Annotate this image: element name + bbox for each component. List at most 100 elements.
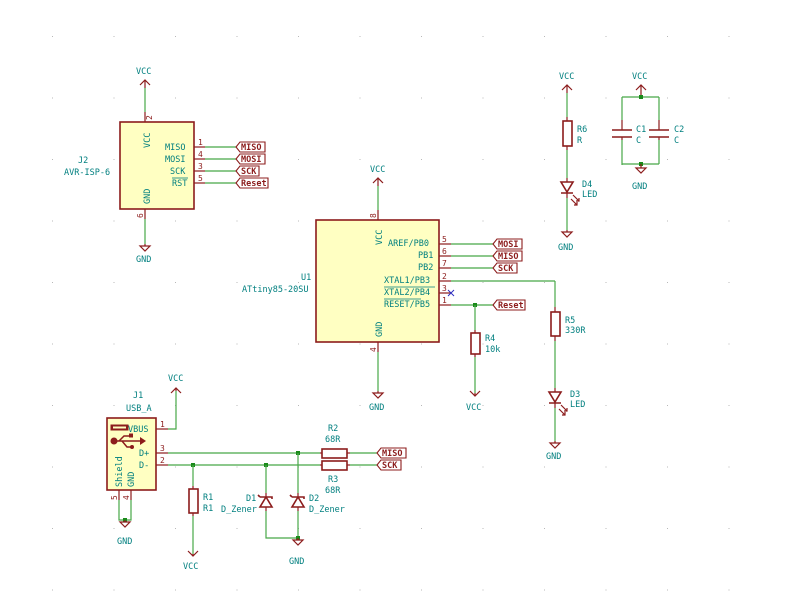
grid-dot	[544, 466, 545, 468]
pin-name: Shield	[115, 456, 125, 487]
grid-dot	[113, 528, 115, 529]
svg-text:MOSI: MOSI	[498, 240, 518, 250]
component-r2[interactable]: R2 68R MISO	[320, 424, 407, 459]
net-label-mosi[interactable]: MOSI	[235, 153, 266, 165]
component-c1[interactable]: C1 C	[612, 120, 646, 146]
grid-dot	[728, 97, 730, 99]
net-label-miso[interactable]: MISO	[376, 447, 407, 459]
net-label-sck[interactable]: SCK	[492, 262, 518, 274]
pin-number: 8	[369, 213, 378, 218]
power-vcc-caps: VCC	[632, 72, 647, 97]
power-vcc-j1: VCC	[168, 374, 183, 394]
net-label-miso[interactable]: MISO	[492, 250, 523, 262]
ref-designator: J2	[78, 156, 88, 166]
grid-dot	[482, 405, 484, 406]
vcc-arrow-icon	[561, 84, 573, 93]
power-vcc-j2: VCC	[136, 67, 151, 88]
grid-dot	[728, 589, 730, 591]
led-icon	[559, 181, 575, 194]
j2-body[interactable]	[119, 121, 195, 210]
component-value: D_Zener	[221, 505, 257, 515]
led-icon	[547, 391, 563, 404]
net-label-sck[interactable]: SCK	[235, 165, 260, 177]
grid-dot	[359, 97, 361, 99]
component-r6[interactable]: R6 R	[562, 117, 587, 150]
grid-dot	[236, 343, 238, 345]
svg-text:MOSI: MOSI	[241, 155, 261, 165]
power-label: VCC	[370, 165, 385, 175]
component-d1[interactable]: D1 D_Zener	[221, 465, 298, 539]
component-u1[interactable]: VCC 8 VCC GND U1 ATtiny85-20SU AREF/PB0 …	[242, 165, 555, 413]
pin-number: 3	[198, 162, 203, 171]
capacitor-icon	[649, 129, 669, 138]
component-value: USB_A	[126, 404, 152, 414]
component-d2[interactable]: D2 D_Zener	[289, 453, 345, 538]
pin-number: 3	[160, 444, 165, 453]
component-j2[interactable]: VCC 2 VCC GND J2 AVR-ISP-6 MISO 1 MOSI 4…	[64, 67, 269, 265]
pin-name: D+	[139, 449, 149, 459]
pin-number: 1	[160, 420, 165, 429]
u1-pin-7: PB2 7	[418, 259, 493, 273]
net-label-sck[interactable]: SCK	[376, 459, 402, 471]
component-value: AVR-ISP-6	[64, 168, 110, 178]
component-j1[interactable]: J1 USB_A VBUS D+ D- Shield GND 1 VCC 3	[106, 374, 183, 547]
ref-designator: R6	[577, 125, 587, 135]
gnd-icon	[371, 391, 385, 399]
grid-dot	[52, 159, 53, 160]
component-value: 68R	[325, 435, 341, 445]
u1-body[interactable]	[315, 219, 440, 343]
pin-number: 3	[442, 284, 447, 293]
grid-dot	[421, 97, 422, 99]
grid-dot	[175, 528, 176, 529]
ref-designator: D3	[570, 390, 580, 400]
grid-dot	[113, 589, 115, 591]
grid-dot	[421, 466, 422, 468]
net-label-mosi[interactable]: MOSI	[492, 238, 523, 250]
ref-designator: J1	[133, 391, 143, 401]
grid-dot	[667, 343, 668, 345]
net-label-miso[interactable]: MISO	[235, 141, 266, 153]
u1-pin-6: PB1 6	[418, 247, 493, 261]
u1-pin-1: RESET/PB5 1	[384, 296, 493, 310]
gnd-icon	[548, 441, 562, 449]
pin-name: SCK	[170, 167, 186, 177]
grid-dot	[544, 528, 545, 529]
component-r1[interactable]: R1 R1 VCC	[183, 465, 213, 572]
net-label-reset[interactable]: Reset	[492, 299, 526, 311]
pin-name: GND	[375, 322, 385, 337]
component-d3[interactable]: D3 LED	[547, 388, 585, 416]
grid-dot	[605, 528, 607, 529]
component-value: C	[674, 136, 679, 146]
component-r3[interactable]: R3 68R SCK	[320, 459, 402, 496]
grid-dot	[667, 282, 668, 283]
grid-dot	[298, 97, 299, 99]
power-gnd-d3: GND	[546, 441, 562, 462]
grid-dot	[52, 36, 53, 37]
grid-dot	[52, 528, 53, 529]
pin-number: 5	[110, 495, 119, 500]
component-r5[interactable]: R5 330R	[550, 281, 586, 341]
pin-number: 4	[369, 347, 378, 352]
grid-dot	[482, 466, 484, 468]
grid-dot	[482, 589, 484, 591]
grid-dot	[236, 589, 238, 591]
resistor-icon	[470, 332, 481, 355]
component-value: D_Zener	[309, 505, 345, 515]
u1-pin-3: XTAL2/PB4 3	[384, 284, 455, 298]
component-r4[interactable]: R4 10k VCC	[466, 305, 500, 413]
net-label-reset[interactable]: Reset	[235, 177, 269, 189]
grid-dot	[728, 528, 730, 529]
grid-dot	[175, 220, 176, 222]
ref-designator: R5	[565, 316, 575, 326]
pin-name: PB2	[418, 263, 433, 273]
pin-name: GND	[143, 189, 153, 204]
component-value: C	[636, 136, 641, 146]
component-d4[interactable]: D4 LED	[559, 178, 597, 206]
vcc-arrow-icon	[170, 387, 182, 394]
power-gnd-j1: GND	[117, 520, 132, 547]
component-c2[interactable]: C2 C	[649, 120, 684, 146]
pin-name: GND	[127, 472, 137, 487]
grid-dot	[175, 36, 176, 37]
gnd-icon	[634, 164, 648, 174]
grid-dot	[113, 36, 115, 37]
